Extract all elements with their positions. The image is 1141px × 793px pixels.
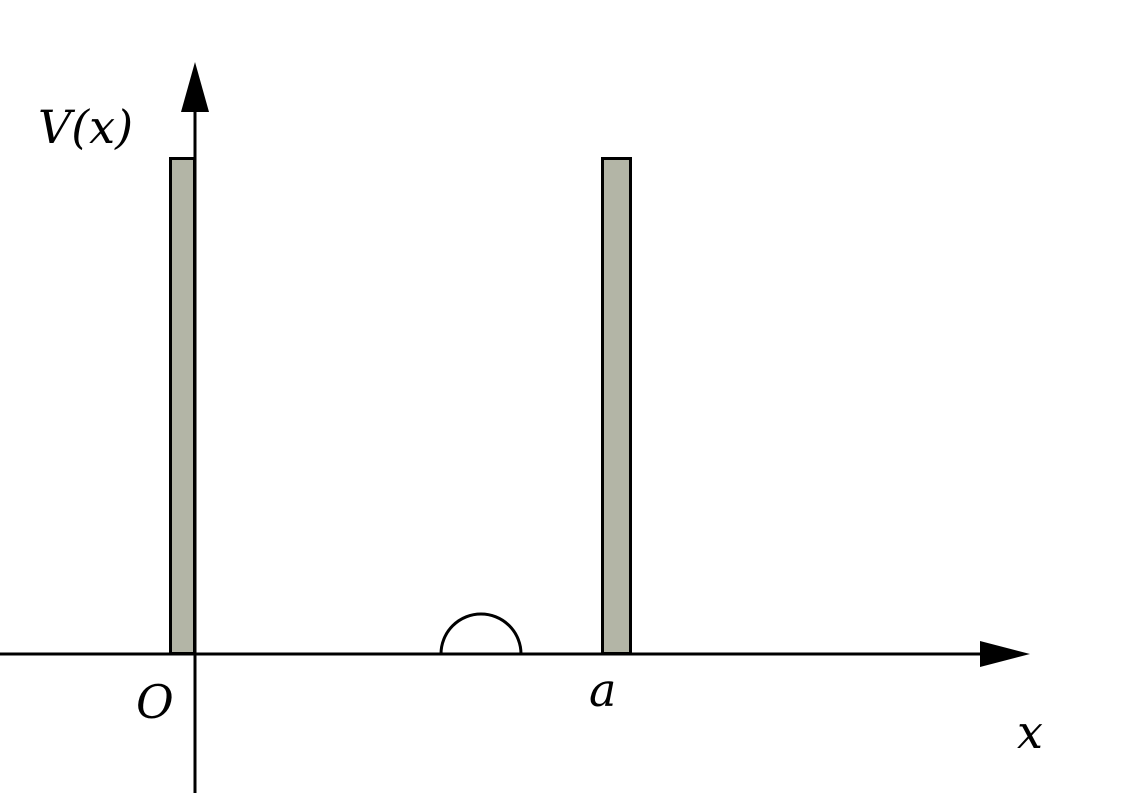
left-barrier-wall (169, 157, 196, 655)
y-axis-label: V(x) (38, 100, 133, 154)
origin-label: O (136, 675, 174, 729)
y-axis-arrowhead (181, 62, 209, 112)
right-barrier-wall (601, 157, 632, 655)
semicircle-bump (439, 612, 523, 655)
x-axis-arrowhead (980, 641, 1030, 667)
x-axis-label: x (1017, 705, 1043, 759)
position-a-label: a (589, 663, 616, 717)
